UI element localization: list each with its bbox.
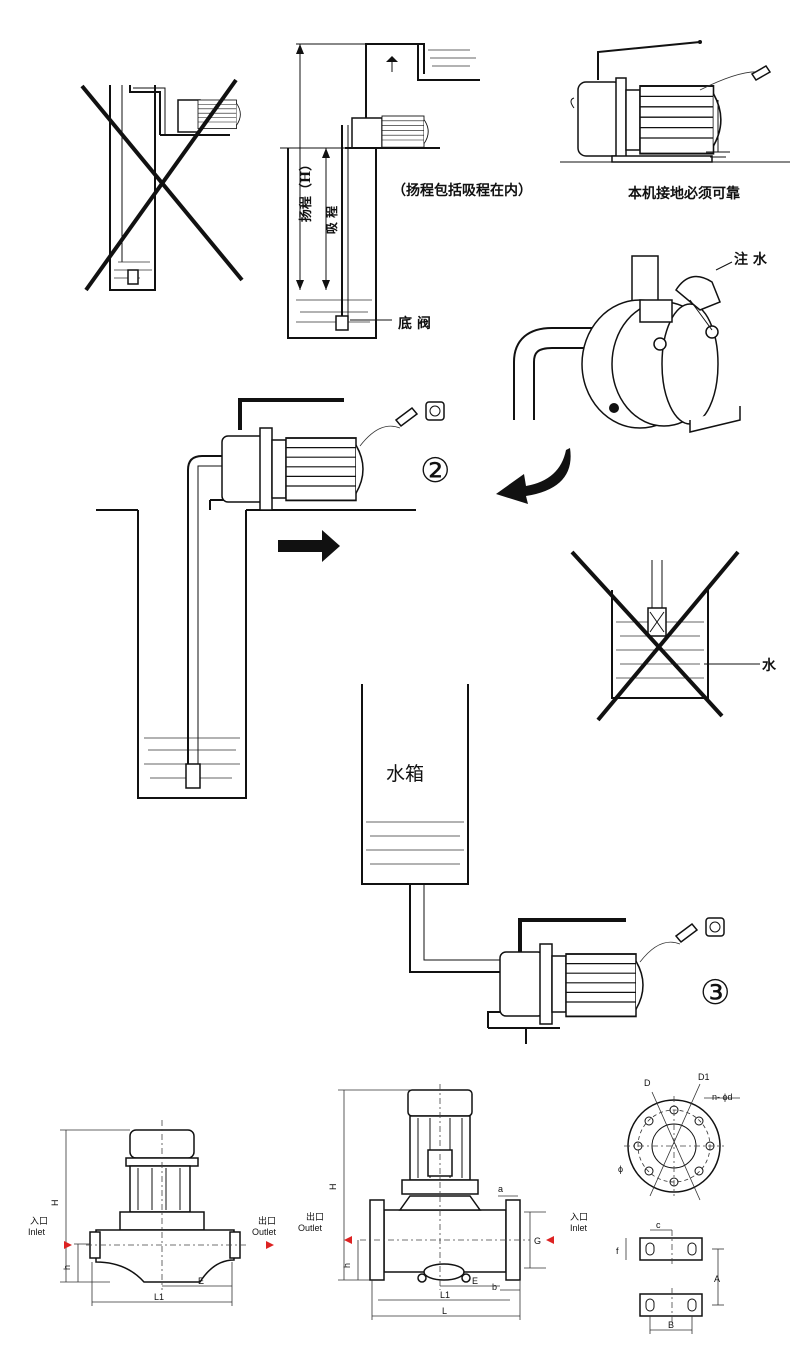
dim-D: D [644,1078,651,1088]
dim-E-2: E [472,1276,478,1286]
outlet-cn-2: 出口 [306,1211,324,1222]
outlet-en-1: Outlet [252,1227,277,1237]
inlet-arrow-icon [50,1241,72,1249]
dim-f: f [616,1246,619,1256]
dim-b-2: b [492,1282,497,1292]
dimension-drawing-2: H h a G b E L1 L 出口 Outlet 入口 I [298,1084,588,1320]
water-label: 水 [762,657,777,674]
inlet-en-2: Inlet [570,1223,588,1233]
inlet-arrow-icon-2 [546,1236,568,1244]
head-label: 扬程（H） [298,158,314,222]
dimension-drawing-1: H h E L1 入口 Inlet 出口 Outlet [28,1120,277,1306]
dim-B: B [668,1320,674,1330]
suction-label: 吸 程 [324,206,339,234]
ground-note: 本机接地必须可靠 [628,185,740,202]
outlet-en-2: Outlet [298,1223,323,1233]
dim-nd: n- ϕd [712,1092,733,1102]
priming-diagram: 注 水 [513,251,768,433]
curved-arrow-icon [496,448,571,504]
right-arrow-icon [278,530,340,562]
dim-a-2: a [498,1184,503,1194]
dim-A: A [714,1274,720,1284]
outlet-cn-1: 出口 [258,1215,276,1226]
outlet-arrow-icon [252,1241,274,1249]
wrong-installation-deep-well [80,78,244,292]
dim-H-2: H [328,1184,338,1191]
grounding-diagram: 本机接地必须可靠 [560,40,790,202]
dim-c: c [656,1220,661,1230]
dim-D1: D1 [698,1072,710,1082]
wrong-installation-submerged: 水 [570,550,777,722]
step3-label: ③ [700,973,730,1013]
head-note: （扬程包括吸程在内） [392,182,532,199]
inlet-cn-1: 入口 [30,1216,48,1226]
inlet-en-1: Inlet [28,1227,46,1237]
dim-L-2: L [442,1306,447,1316]
foot-valve-label: 底 阀 [398,315,431,332]
dim-L1-2: L1 [440,1290,450,1300]
inlet-cn-2: 入口 [570,1212,588,1222]
fill-label: 注 水 [734,251,768,268]
dim-G-2: G [534,1236,541,1246]
step3-installation: 水箱 ③ [361,684,730,1044]
dim-L1-1: L1 [154,1292,164,1302]
step2-installation: ② [96,398,450,799]
outlet-arrow-icon-2 [344,1236,366,1244]
tank-label: 水箱 [386,763,424,785]
suction-head-diagram: 扬程（H） 吸 程 （扬程包括吸程在内） 底 阀 [280,43,532,339]
dim-E-1: E [198,1276,204,1286]
dimension-drawing-3: D D1 n- ϕd ϕ c f A B [616,1072,740,1334]
dim-h-1: h [62,1265,72,1270]
dim-h-2: h [342,1263,352,1268]
dim-H-1: H [50,1200,60,1207]
dim-phi: ϕ [618,1164,623,1174]
step2-label: ② [420,451,450,491]
